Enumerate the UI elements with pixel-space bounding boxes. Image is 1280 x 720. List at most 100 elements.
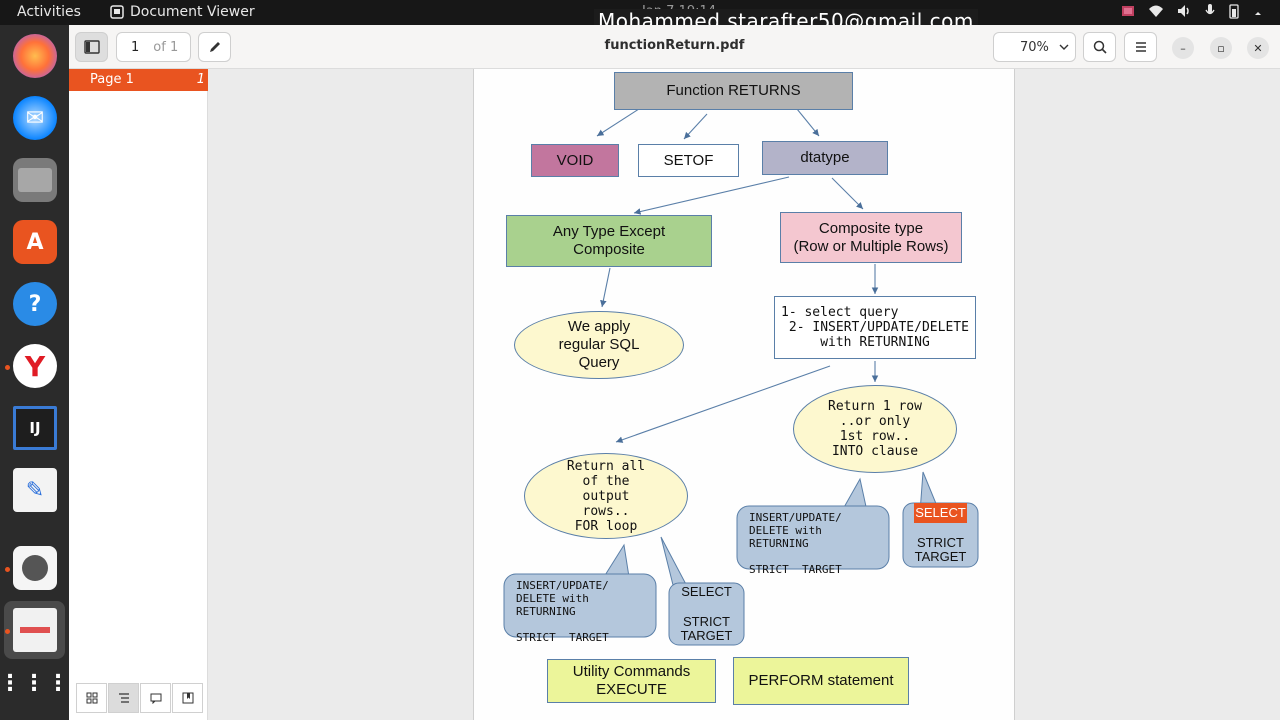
screen-recorder-icon[interactable]: [13, 546, 57, 590]
search-icon: [1093, 40, 1107, 54]
dock: ✉ A ? Y IJ ✎ ⋮⋮⋮: [0, 25, 69, 720]
zoom-select[interactable]: 70%: [993, 32, 1076, 62]
bookmark-icon: [182, 692, 193, 704]
query-line-2: 2- INSERT/UPDATE/DELETE: [781, 320, 969, 335]
any-type-box: Any Type Except Composite: [506, 215, 712, 267]
function-returns-box: Function RETURNS: [614, 72, 853, 110]
return-all-line-1: Return all: [566, 458, 646, 474]
composite-type-box: Composite type (Row or Multiple Rows): [780, 212, 962, 263]
composite-type-line-2: (Row or Multiple Rows): [793, 237, 949, 255]
setof-label: SETOF: [663, 151, 714, 169]
query-box: 1- select query 2- INSERT/UPDATE/DELETE …: [774, 296, 976, 359]
regular-sql-line-1: We apply: [567, 318, 631, 335]
perform-statement-box: PERFORM statement: [733, 657, 909, 705]
volume-icon[interactable]: [1176, 3, 1192, 19]
callout-left-dml-text: INSERT/UPDATE/ DELETE with RETURNING STR…: [516, 579, 609, 644]
show-apps-icon[interactable]: ⋮⋮⋮: [0, 670, 71, 696]
setof-box: SETOF: [638, 144, 739, 177]
return-one-row-ellipse: Return 1 row ..or only 1st row.. INTO cl…: [793, 385, 957, 473]
callout-body: [668, 582, 745, 646]
software-icon[interactable]: A: [13, 220, 57, 264]
callout-body: [736, 505, 890, 570]
annotations-view-button[interactable]: [140, 683, 171, 713]
document-viewer-window: 1 of 1 functionReturn.pdf 70% – ▫ ✕ Page…: [69, 25, 1280, 720]
any-type-line-1: Any Type Except: [552, 223, 666, 240]
microphone-icon[interactable]: [1204, 3, 1216, 19]
callout-left-target: TARGET: [680, 628, 733, 643]
callout-right-strict: STRICT: [917, 535, 964, 550]
return-all-line-5: FOR loop: [574, 518, 638, 534]
sidebar-item-page-1[interactable]: Page 1 1: [69, 69, 208, 91]
system-tray[interactable]: [1120, 3, 1264, 19]
query-line-3: with RETURNING: [820, 335, 930, 350]
intellij-icon[interactable]: IJ: [13, 406, 57, 450]
document-viewer-icon: [110, 5, 124, 19]
battery-icon[interactable]: [1228, 3, 1240, 19]
annotate-button[interactable]: [198, 32, 231, 62]
pencil-icon: [209, 42, 220, 52]
datatype-label: dtatype: [800, 149, 850, 166]
firefox-icon[interactable]: [13, 34, 57, 78]
void-label: VOID: [556, 151, 594, 169]
return-one-line-1: Return 1 row: [828, 399, 922, 414]
query-line-1: 1- select query: [781, 305, 899, 320]
power-icon[interactable]: [1252, 5, 1264, 17]
maximize-button[interactable]: ▫: [1210, 37, 1232, 59]
void-box: VOID: [531, 144, 619, 177]
return-all-line-4: rows..: [582, 503, 630, 519]
perform-label: PERFORM statement: [748, 672, 894, 689]
thumbnail-sidebar: Page 1 1: [69, 69, 208, 720]
utility-line-2: EXECUTE: [596, 681, 667, 698]
return-all-line-3: output: [582, 488, 630, 504]
callout-right-dml-text: INSERT/UPDATE/ DELETE with RETURNING STR…: [749, 511, 842, 576]
comment-icon: [150, 693, 161, 704]
outline-view-button[interactable]: [108, 683, 139, 713]
callout-left-select: SELECT: [681, 584, 732, 599]
callout-body: [503, 573, 657, 638]
app-menu[interactable]: Document Viewer: [110, 4, 255, 20]
diagram-arrows: [503, 106, 979, 646]
app-name: Document Viewer: [130, 4, 255, 20]
regular-sql-ellipse: We apply regular SQL Query: [514, 311, 684, 379]
files-icon[interactable]: [13, 158, 57, 202]
return-one-line-3: 1st row..: [839, 429, 911, 444]
return-all-line-2: of the: [582, 473, 630, 489]
sidebar-toggle-button[interactable]: [75, 32, 108, 62]
return-all-rows-ellipse: Return all of the output rows.. FOR loop: [524, 453, 688, 539]
composite-type-line-1: Composite type: [818, 219, 924, 237]
bookmarks-view-button[interactable]: [172, 683, 203, 713]
regular-sql-line-3: Query: [578, 354, 620, 371]
page-count-label: of 1: [153, 39, 179, 55]
help-icon[interactable]: ?: [13, 282, 57, 326]
minimize-button[interactable]: –: [1172, 37, 1194, 59]
page-index: 1: [196, 72, 205, 87]
running-indicator: [5, 567, 10, 572]
callout-right-target: TARGET: [914, 549, 967, 564]
callout-left-strict: STRICT: [683, 614, 730, 629]
thumbnails-view-button[interactable]: [76, 683, 107, 713]
page-number-field[interactable]: 1 of 1: [116, 32, 191, 62]
close-button[interactable]: ✕: [1247, 37, 1269, 59]
utility-commands-box: Utility Commands EXECUTE: [547, 659, 716, 703]
yandex-browser-icon[interactable]: Y: [13, 344, 57, 388]
function-returns-label: Function RETURNS: [666, 82, 801, 99]
sidebar-icon: [83, 40, 100, 54]
document-canvas[interactable]: Function RETURNS VOID SETOF dtatype Any …: [208, 69, 1280, 720]
utility-line-1: Utility Commands: [572, 663, 691, 680]
regular-sql-line-2: regular SQL: [558, 336, 640, 353]
document-viewer-icon[interactable]: [13, 608, 57, 652]
thunderbird-icon[interactable]: ✉: [13, 96, 57, 140]
page-number-input[interactable]: 1: [131, 39, 140, 55]
screen-record-icon[interactable]: [1120, 3, 1136, 19]
main-menu-button[interactable]: [1124, 32, 1157, 62]
wifi-icon[interactable]: [1148, 3, 1164, 19]
hamburger-menu-icon: [1135, 42, 1146, 52]
top-bar: Activities Document Viewer Jan 7 19:14 M…: [0, 0, 1280, 33]
activities-button[interactable]: Activities: [17, 4, 81, 20]
search-button[interactable]: [1083, 32, 1116, 62]
sidebar-view-switcher: [76, 683, 203, 713]
text-editor-icon[interactable]: ✎: [13, 468, 57, 512]
chevron-down-icon: [1059, 44, 1069, 50]
return-one-line-4: INTO clause: [831, 444, 919, 459]
running-indicator: [5, 365, 10, 370]
